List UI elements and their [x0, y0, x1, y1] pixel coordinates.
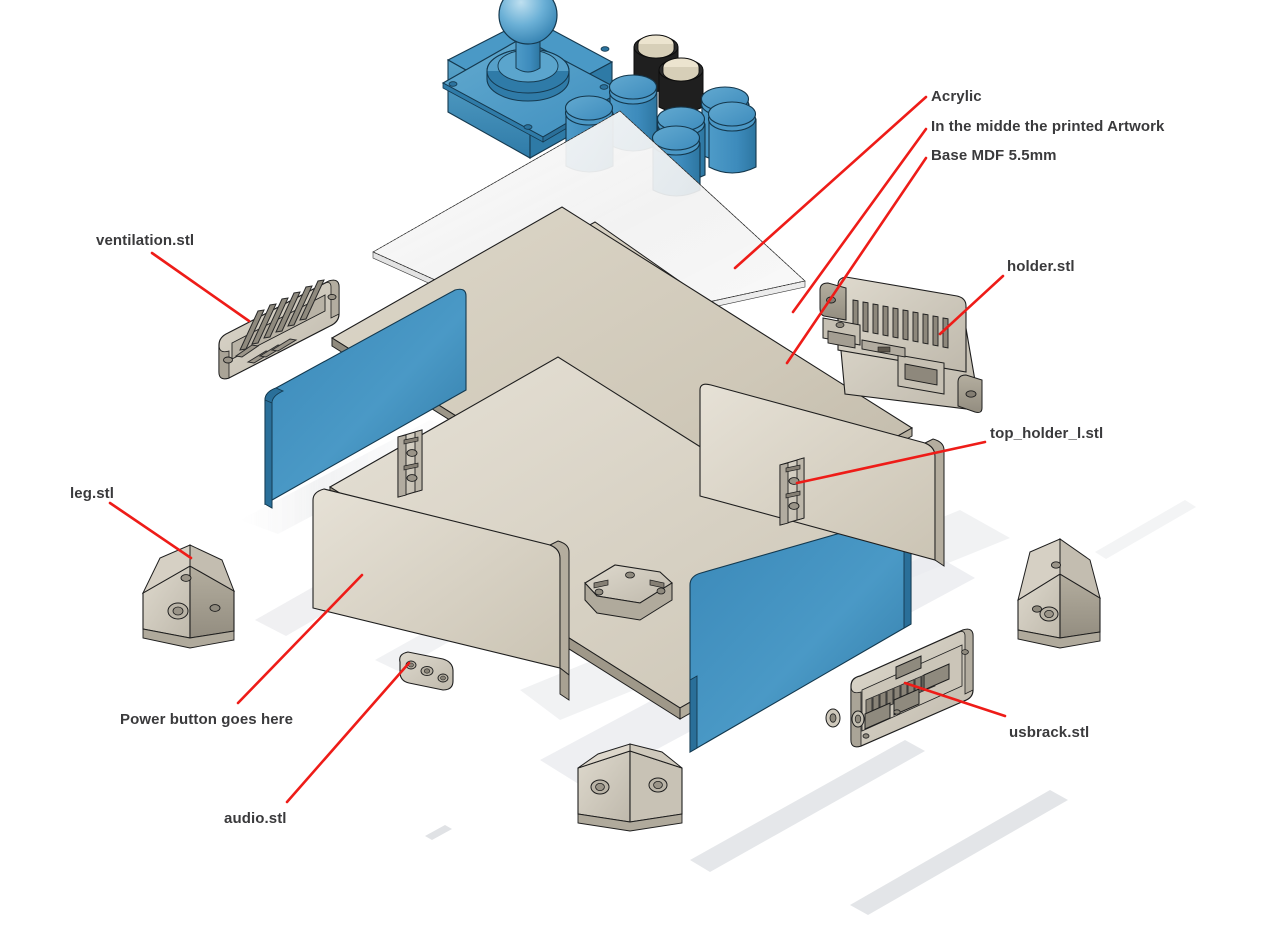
- label-usbrack: usbrack.stl: [1009, 724, 1090, 741]
- label-ventilation: ventilation.stl: [96, 232, 195, 249]
- ventilation-grille: [218, 279, 340, 380]
- label-power-button: Power button goes here: [120, 711, 294, 728]
- label-artwork: In the midde the printed Artwork: [931, 118, 1165, 135]
- audio-plate: [399, 651, 454, 691]
- leg-bracket-left: [141, 544, 235, 649]
- leader-line-leg: [108, 501, 193, 560]
- leg-bracket-right: [1017, 538, 1101, 649]
- label-acrylic: Acrylic: [931, 88, 982, 105]
- label-holder: holder.stl: [1007, 258, 1075, 275]
- leader-line-ventilation: [150, 251, 251, 323]
- black-button-2: [658, 57, 704, 113]
- leader-line-holder: [938, 274, 1005, 336]
- side-panel-blue-left: [264, 288, 467, 509]
- leader-line-acrylic: [733, 95, 928, 270]
- label-leg: leg.stl: [70, 485, 115, 502]
- label-base-mdf: Base MDF 5.5mm: [931, 147, 1057, 164]
- leader-lines: [108, 95, 1007, 804]
- leader-line-audio: [285, 661, 411, 804]
- blue-button-5: [707, 101, 757, 174]
- leg-bracket-front: [577, 743, 683, 832]
- leader-line-top-holder-l: [795, 440, 987, 485]
- leader-line-artwork: [791, 127, 928, 314]
- power-button-plate: [584, 564, 673, 621]
- leader-line-base-mdf: [785, 156, 928, 365]
- side-panel-back: [699, 383, 945, 567]
- label-top-holder-l: top_holder_l.stl: [990, 425, 1104, 442]
- leader-line-usbrack: [903, 681, 1007, 718]
- leader-line-power-button: [236, 573, 364, 705]
- holder-bracket: [819, 276, 983, 413]
- usb-bracket: [825, 628, 974, 748]
- label-audio: audio.stl: [224, 810, 287, 827]
- side-panel-front: [312, 488, 570, 701]
- top-holder-clip-left: [397, 429, 423, 498]
- top-holder-clip-right: [779, 457, 805, 526]
